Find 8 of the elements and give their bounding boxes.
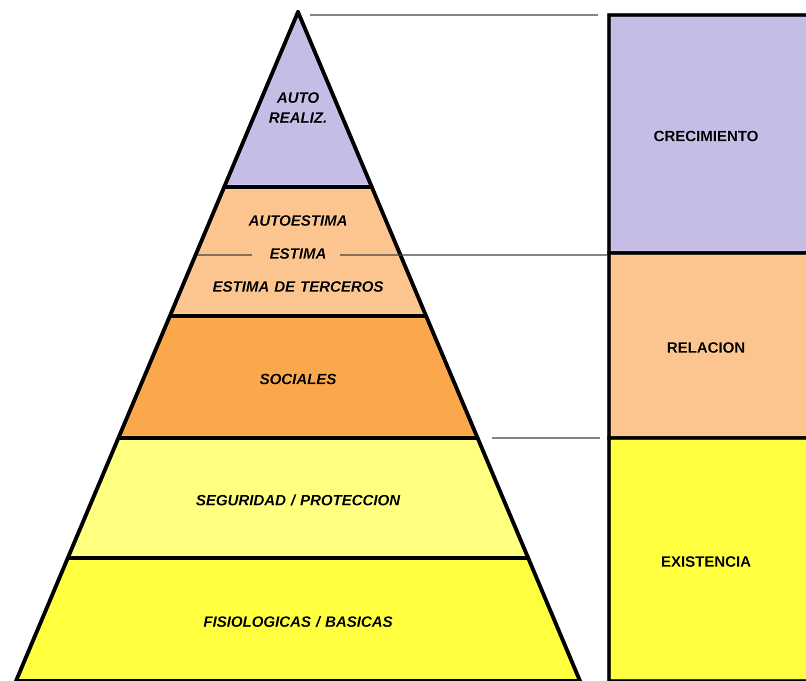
pyramid-level: FISIOLOGICAS / BASICAS [14,556,582,681]
category-box: RELACION [607,251,806,440]
pyramid-level: AUTO REALIZ. [222,10,374,189]
pyramid-level: SEGURIDAD / PROTECCION [66,436,530,560]
pyramid-level: SOCIALES [116,314,480,440]
pyramid-level: AUTOESTIMA ESTIMA ESTIMA DE TERCEROS [168,185,428,318]
category-box: CRECIMIENTO [607,13,806,255]
category-box: EXISTENCIA [607,436,806,681]
